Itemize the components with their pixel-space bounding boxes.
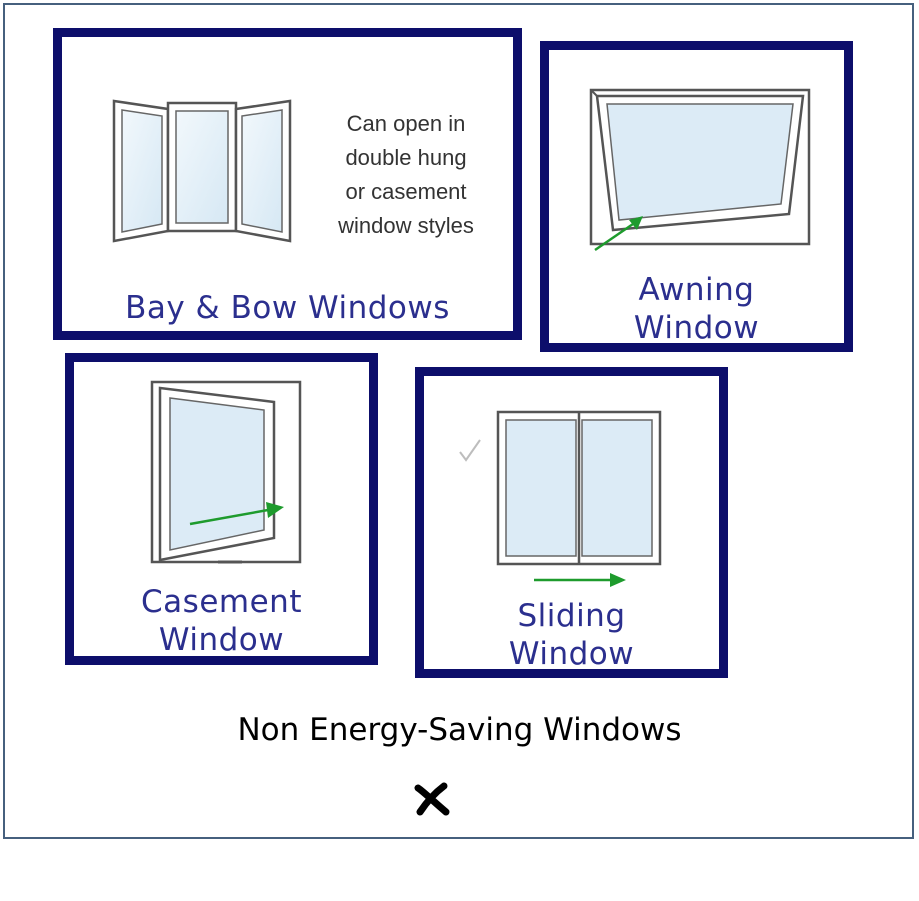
x-mark-icon — [414, 782, 450, 816]
note-line: Can open in — [346, 111, 466, 136]
sliding-title: Sliding Window — [424, 597, 719, 673]
casement-title-line: Casement — [141, 584, 302, 620]
bay-window-icon — [112, 99, 292, 243]
casement-card: Casement Window — [65, 353, 378, 665]
sliding-title-line: Window — [508, 636, 635, 672]
casement-window-icon — [150, 380, 302, 564]
awning-title: Awning Window — [549, 271, 844, 347]
casement-title-line: Window — [158, 622, 285, 658]
sliding-title-line: Sliding — [517, 598, 626, 634]
sliding-card: Sliding Window — [415, 367, 728, 678]
awning-card: Awning Window — [540, 41, 853, 352]
bay-bow-title: Bay & Bow Windows — [125, 290, 450, 326]
note-line: double hung — [345, 145, 467, 170]
awning-window-icon — [589, 88, 811, 252]
casement-title: Casement Window — [74, 583, 369, 659]
awning-title-line: Window — [633, 310, 760, 346]
note-line: or casement — [345, 179, 467, 204]
diagram-caption: Non Energy-Saving Windows — [237, 712, 682, 748]
awning-title-line: Awning — [638, 272, 755, 308]
sliding-window-icon — [459, 410, 662, 587]
note-line: window styles — [338, 213, 474, 238]
diagram-frame — [3, 3, 914, 839]
bay-bow-note: Can open in double hung or casement wind… — [326, 107, 486, 243]
bay-bow-card: Can open in double hung or casement wind… — [53, 28, 522, 340]
